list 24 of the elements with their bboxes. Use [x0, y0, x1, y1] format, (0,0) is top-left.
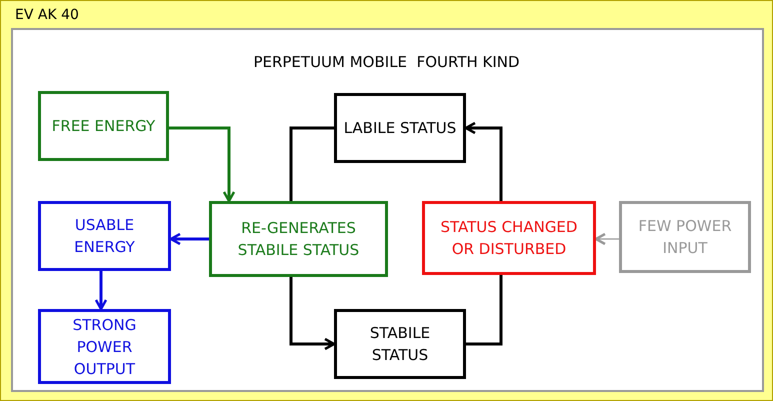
connector-arrow: [594, 232, 619, 246]
box-label: LABILE STATUS: [342, 118, 458, 139]
process-box: [209, 201, 388, 277]
box-label: FEW POWER INPUT: [637, 216, 733, 259]
connector-arrow: [170, 232, 209, 246]
box-label: STABILE STATUS: [368, 323, 432, 366]
process-box: [38, 91, 169, 161]
process-box: [422, 201, 596, 275]
process-box: [38, 201, 171, 271]
process-box: [334, 309, 466, 379]
process-box: [619, 201, 751, 273]
box-label: STRONG POWER OUTPUT: [72, 314, 138, 380]
connector-arrow: [169, 126, 236, 202]
box-label: STATUS CHANGED OR DISTURBED: [440, 217, 578, 260]
diagram-id: EV AK 40: [15, 7, 79, 23]
connector-arrow: [290, 277, 336, 350]
diagram-title: PERPETUUM MOBILE FOURTH KIND: [252, 53, 521, 71]
process-box: [334, 93, 466, 163]
process-box: [38, 309, 171, 384]
connector-arrow: [464, 122, 502, 201]
connector-arrow: [94, 271, 108, 310]
box-label: RE-GENERATES STABILE STATUS: [236, 218, 360, 261]
box-label: USABLE ENERGY: [73, 215, 136, 258]
box-label: FREE ENERGY: [50, 116, 156, 137]
